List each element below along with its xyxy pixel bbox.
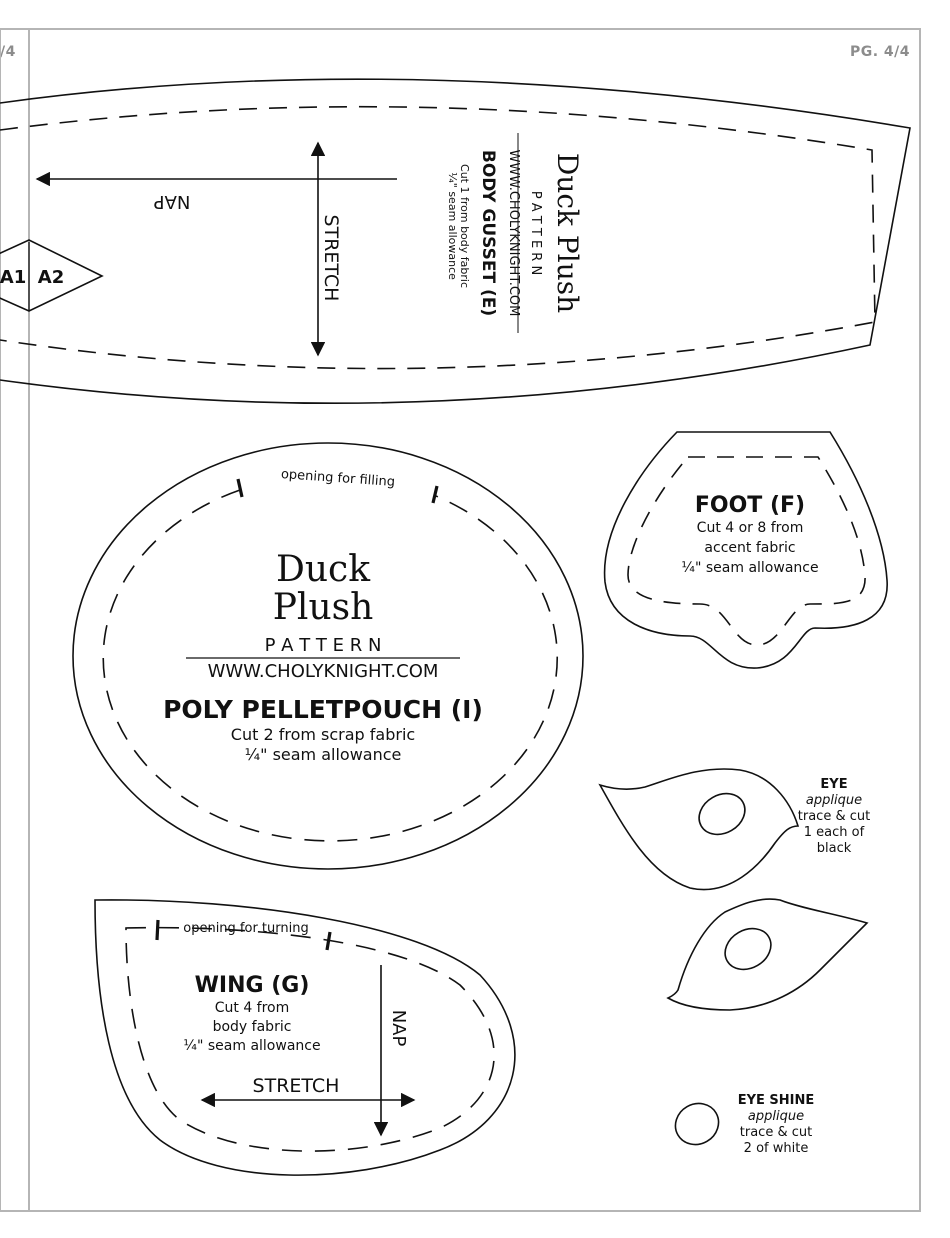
pouch-seam-line: [102, 489, 559, 842]
page-number: PG. 4/4: [849, 44, 910, 60]
eye-line3: black: [817, 841, 852, 856]
wing-opening-tick-left: [155, 919, 160, 941]
pouch-seam-allowance: ¼" seam allowance: [245, 745, 402, 764]
opening-tick-left: [236, 478, 244, 498]
pouch-cut-instructions: Cut 2 from scrap fabric: [231, 725, 415, 744]
eye-pupil-outline-2: [724, 927, 772, 971]
body-gusset-piece: NAP STRETCH A1 A2 Duck Plush P A T T E R…: [0, 78, 911, 404]
page-border: [0, 28, 921, 1212]
eye-shine-method: applique: [748, 1109, 804, 1124]
eye-outline-2: [666, 898, 869, 1011]
gusset-nap-label: NAP: [154, 191, 191, 212]
foot-outline: [603, 431, 888, 669]
gusset-stretch-label: STRETCH: [320, 215, 342, 302]
pouch-outline: [72, 442, 584, 870]
gusset-title: Duck Plush: [551, 153, 584, 313]
foot-cut-line1: Cut 4 or 8 from: [697, 520, 804, 536]
eye-shine-piece: EYE SHINE applique trace & cut 2 of whit…: [674, 1093, 815, 1156]
wing-seam-line: [125, 926, 495, 1152]
opening-tick-right: [431, 485, 439, 504]
eye-method: applique: [806, 793, 862, 808]
wing-cut-line2: body fabric: [213, 1019, 292, 1035]
eye-piece-1: [598, 768, 800, 891]
eye-pupil-outline: [698, 792, 746, 836]
match-mark-a2: A2: [38, 267, 64, 288]
pouch-opening-note: opening for filling: [280, 467, 395, 490]
pouch-website: WWW.CHOLYKNIGHT.COM: [208, 661, 439, 682]
foot-seam-allowance: ¼" seam allowance: [681, 560, 818, 576]
eye-piece-2: [666, 898, 869, 1011]
eye-piece-name: EYE: [820, 777, 847, 792]
wing-nap-label: NAP: [388, 1010, 409, 1047]
gusset-cut-instructions: Cut 1 from body fabric: [458, 164, 471, 288]
body-gusset-outline: [0, 78, 911, 404]
pellet-pouch-piece: opening for filling Duck Plush P A T T E…: [72, 442, 584, 870]
foot-piece: FOOT (F) Cut 4 or 8 from accent fabric ¼…: [603, 431, 888, 669]
wing-opening-note: opening for turning: [183, 921, 308, 936]
wing-outline: [94, 899, 516, 1176]
match-mark-a1: A1: [0, 267, 26, 288]
gusset-piece-name: BODY GUSSET (E): [478, 150, 498, 316]
eye-label: EYE applique trace & cut 1 each of black: [798, 777, 870, 856]
wing-opening-tick-right: [325, 931, 332, 951]
eye-line1: trace & cut: [798, 809, 870, 824]
pouch-pattern-word: P A T T E R N: [265, 635, 382, 656]
gusset-pattern-word: P A T T E R N: [528, 191, 543, 275]
gusset-website: WWW.CHOLYKNIGHT.COM: [506, 150, 521, 317]
wing-piece-name: WING (G): [195, 973, 310, 998]
body-gusset-seam-line: [0, 105, 876, 370]
foot-seam-line: [627, 456, 866, 646]
pouch-title-line2: Plush: [273, 587, 374, 628]
wing-stretch-label: STRETCH: [253, 1075, 340, 1097]
pouch-piece-name: POLY PELLETPOUCH (I): [163, 695, 483, 724]
foot-piece-name: FOOT (F): [695, 493, 805, 518]
eye-shine-outline: [674, 1102, 720, 1146]
wing-cut-line1: Cut 4 from: [215, 1000, 290, 1016]
eye-outline: [598, 768, 800, 891]
page-left-label: /4: [0, 44, 16, 60]
eye-line2: 1 each of: [804, 825, 865, 840]
gusset-seam-allowance: ¼" seam allowance: [446, 172, 459, 280]
eye-shine-line2: 2 of white: [744, 1141, 809, 1156]
eye-shine-line1: trace & cut: [740, 1125, 812, 1140]
match-diamond: [0, 239, 104, 312]
eye-shine-name: EYE SHINE: [738, 1093, 815, 1108]
foot-cut-line2: accent fabric: [704, 540, 795, 556]
pouch-title-line1: Duck: [276, 549, 371, 590]
wing-seam-allowance: ¼" seam allowance: [183, 1038, 320, 1054]
wing-piece: opening for turning NAP STRETCH WING (G)…: [94, 899, 516, 1176]
